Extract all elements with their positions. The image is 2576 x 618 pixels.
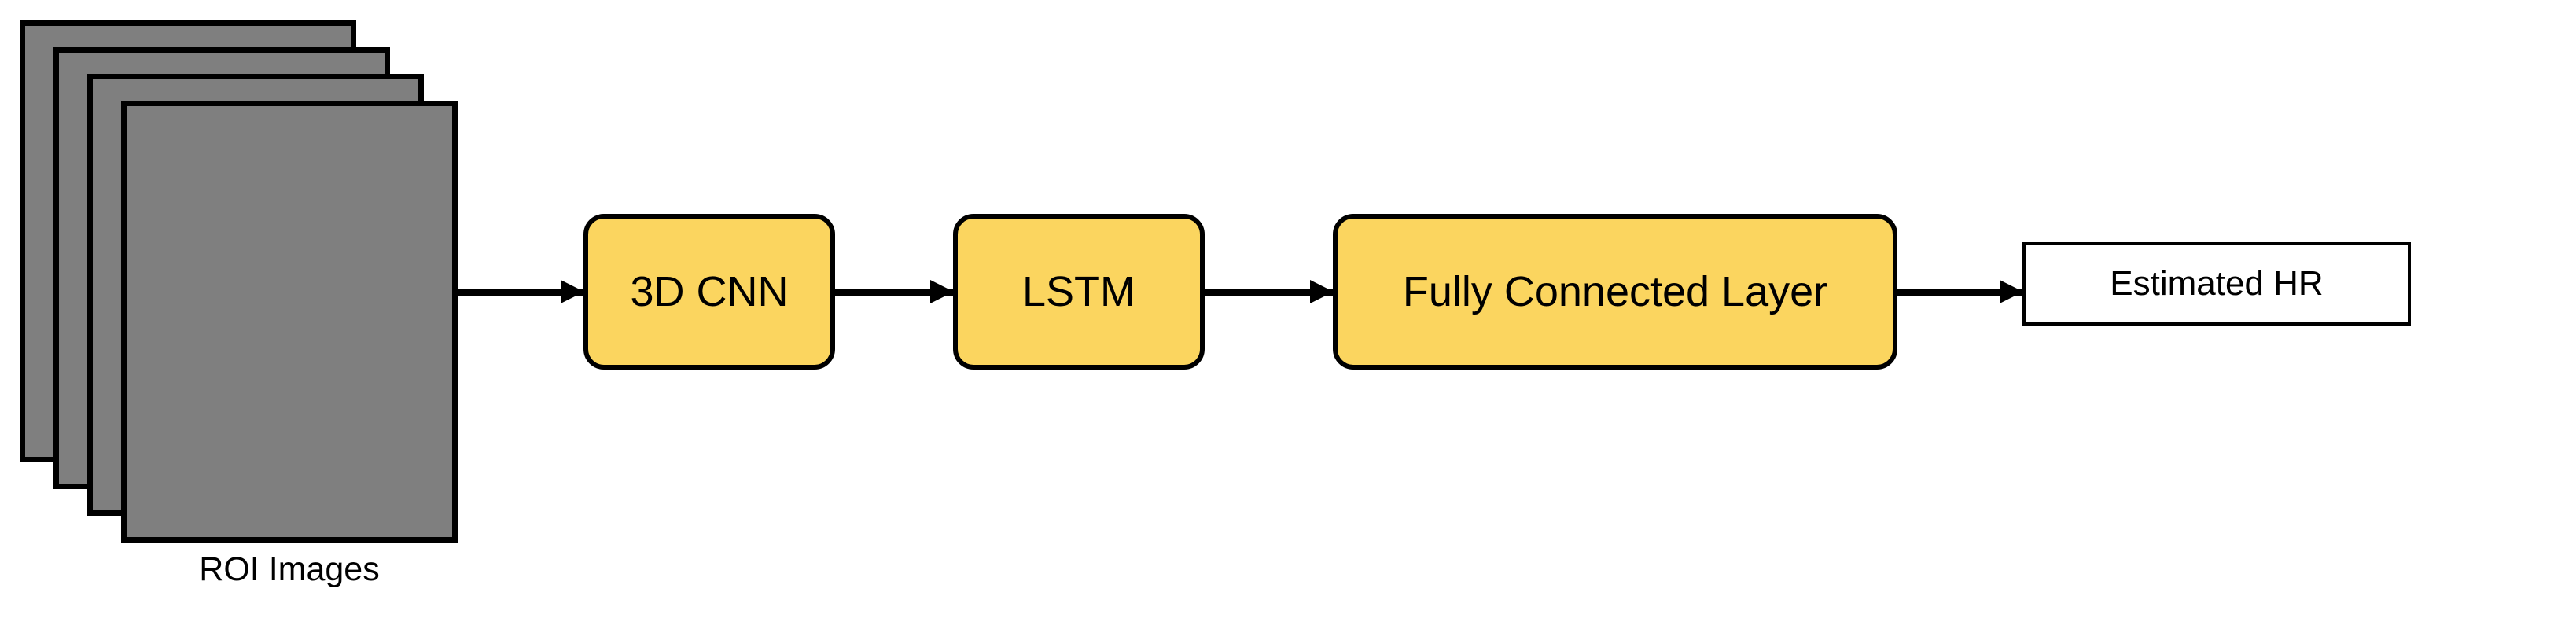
arrow-cnn-to-lstm xyxy=(835,280,954,303)
output-label-estimated-hr: Estimated HR xyxy=(2110,264,2324,303)
roi-image-stack xyxy=(0,0,495,550)
output-box-estimated-hr: Estimated HR xyxy=(2022,242,2411,326)
arrow-shaft xyxy=(1897,289,2022,296)
arrowhead-icon xyxy=(930,280,954,303)
stage-box-lstm: LSTM xyxy=(953,214,1205,370)
stage-label-3d-cnn: 3D CNN xyxy=(630,268,789,315)
arrowhead-icon xyxy=(561,280,584,303)
arrow-roi-to-cnn xyxy=(458,280,584,303)
roi-images-caption: ROI Images xyxy=(199,550,380,588)
arrow-fc-to-output xyxy=(1897,280,2023,303)
arrowhead-icon xyxy=(2000,280,2023,303)
arrow-shaft xyxy=(1205,289,1333,296)
arrow-shaft xyxy=(458,289,583,296)
stage-label-lstm: LSTM xyxy=(1021,268,1136,315)
stage-box-fully-connected-layer: Fully Connected Layer xyxy=(1333,214,1897,370)
arrow-shaft xyxy=(835,289,953,296)
roi-image-layer xyxy=(121,101,458,543)
arrow-lstm-to-fc xyxy=(1205,280,1334,303)
stage-label-fully-connected-layer: Fully Connected Layer xyxy=(1402,268,1828,315)
arrowhead-icon xyxy=(1310,280,1334,303)
stage-box-3d-cnn: 3D CNN xyxy=(583,214,835,370)
